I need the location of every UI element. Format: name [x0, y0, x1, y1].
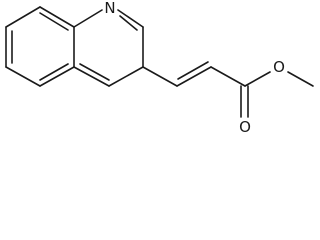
bond [39, 66, 75, 87]
bond [5, 6, 41, 28]
benzene-ring [5, 6, 75, 87]
nitrogen-atom-label: N [104, 0, 115, 17]
double-bond-inner [177, 61, 209, 80]
bond [73, 9, 103, 28]
pyridine-ring [73, 9, 144, 87]
bond [108, 66, 144, 87]
chemical-structure-diagram: N O O [5, 0, 314, 136]
bond [244, 71, 271, 87]
bond [5, 66, 41, 87]
double-bond-inner [39, 63, 69, 81]
bond [73, 66, 110, 87]
carbonyl-oxygen-label: O [239, 118, 251, 136]
bond [142, 66, 178, 87]
acrylate-chain [142, 61, 314, 118]
double-bond-inner [39, 12, 69, 31]
bond [39, 6, 75, 28]
bond [287, 71, 314, 87]
double-bond-inner [79, 63, 110, 81]
bond [176, 66, 212, 87]
bond [210, 66, 246, 87]
double-bond-inner [119, 15, 138, 31]
ether-oxygen-label: O [273, 58, 285, 76]
bond [117, 9, 144, 28]
